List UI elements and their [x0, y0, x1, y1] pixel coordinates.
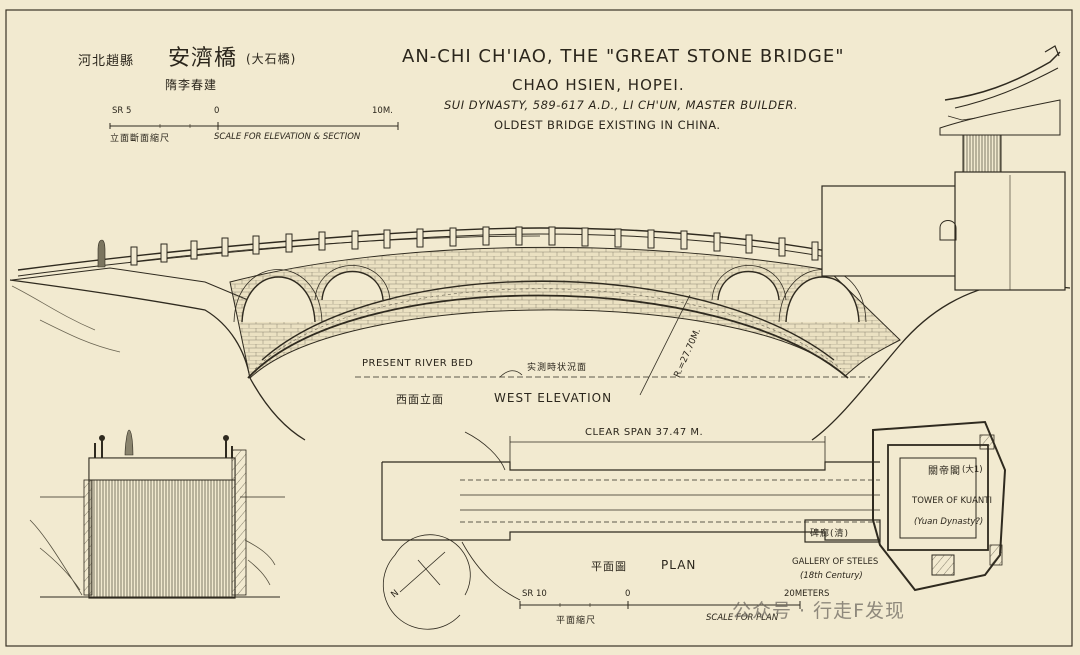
- clear-span-label: CLEAR SPAN 37.47 M.: [585, 427, 704, 438]
- cn-plan-label: 平面圖: [591, 560, 627, 573]
- plan-scale-left-tick: SR 10: [522, 589, 547, 599]
- cross-section: [29, 429, 285, 599]
- watermark: 公众号 · 行走F发现: [732, 600, 906, 622]
- sheet-border: [5, 9, 1073, 647]
- west-elevation-label: WEST ELEVATION: [494, 391, 613, 405]
- elevation-scale-bar: [109, 122, 399, 130]
- elev-scale-zero-tick: 0: [214, 106, 220, 116]
- plan-label: PLAN: [661, 558, 697, 572]
- plan-scale-bar: [519, 601, 801, 609]
- plan-scale-en-label: SCALE FOR PLAN: [706, 613, 779, 623]
- elev-scale-left-tick: SR 5: [112, 106, 132, 116]
- en-title: AN-CHI CH'IAO, THE "GREAT STONE BRIDGE": [402, 46, 845, 67]
- cn-location: 河北趙縣: [78, 54, 135, 69]
- cn-tower-label: 關帝閣: [928, 466, 961, 477]
- cn-gallery-label: 碑廊(清): [810, 529, 850, 539]
- plan-scale-zero-tick: 0: [625, 589, 631, 599]
- cn-builder: 隋李春建: [165, 78, 218, 92]
- cn-bridge-alias: (大石橋): [246, 52, 297, 66]
- en-note: OLDEST BRIDGE EXISTING IN CHINA.: [494, 118, 721, 132]
- tower-note: (Yuan Dynasty?): [914, 517, 984, 527]
- elev-scale-en-label: SCALE FOR ELEVATION & SECTION: [214, 132, 361, 142]
- cn-river-bed-label: 实測時状況面: [527, 363, 588, 373]
- gallery-note: (18th Century): [800, 571, 863, 581]
- plan-scale-cn-label: 平面縮尺: [556, 616, 597, 626]
- cn-tower-note: (大1): [962, 465, 983, 475]
- elev-scale-cn-label: 立面斷面縮尺: [110, 134, 171, 144]
- cn-west-elevation-label: 西面立面: [396, 393, 444, 406]
- plan-drawing: [381, 420, 1007, 630]
- cn-bridge-name: 安濟橋: [168, 46, 238, 71]
- plan-scale-right-tick: 20METERS: [784, 589, 830, 599]
- radius-label: R.=27.70M.: [673, 327, 704, 379]
- west-elevation: [9, 45, 1071, 441]
- en-location: CHAO HSIEN, HOPEI.: [512, 76, 685, 94]
- tower-label: TOWER OF KUANTI: [912, 496, 992, 506]
- north-label: N: [390, 588, 402, 600]
- elev-scale-right-tick: 10M.: [372, 106, 393, 116]
- balustrade-posts: [130, 226, 819, 266]
- river-bed-label: PRESENT RIVER BED: [362, 358, 474, 369]
- gallery-label: GALLERY OF STELES: [792, 557, 879, 567]
- en-dynasty: SUI DYNASTY, 589-617 A.D., LI CH'UN, MAS…: [444, 98, 799, 112]
